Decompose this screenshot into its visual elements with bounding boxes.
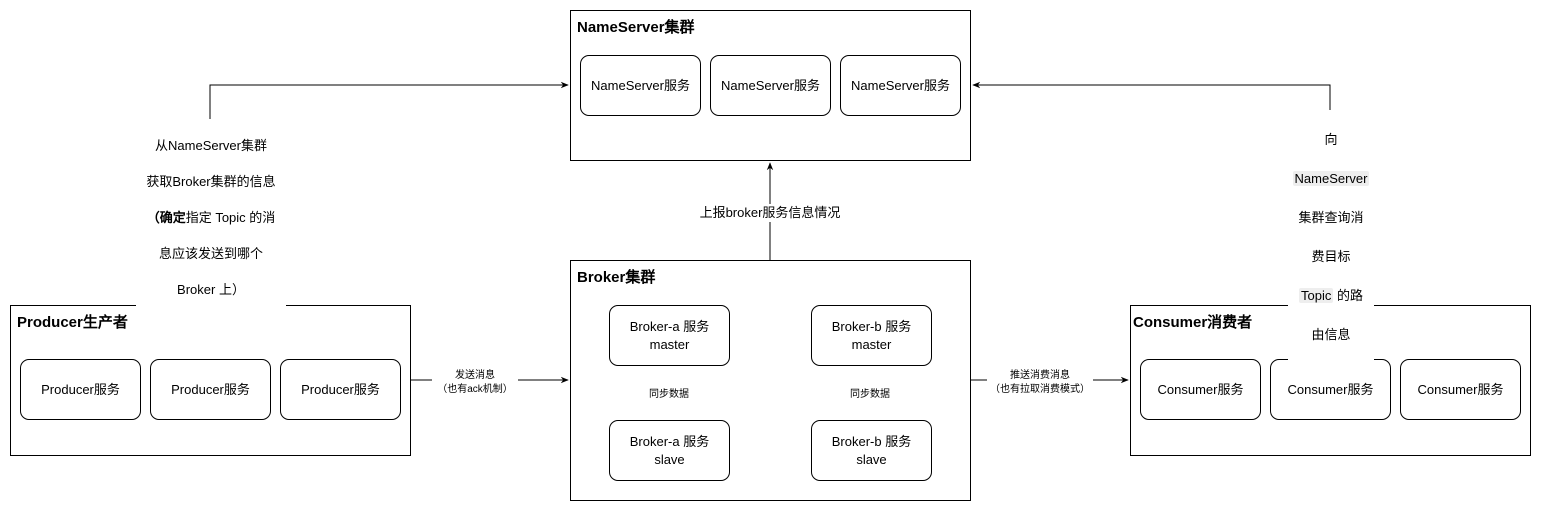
producer-service: Producer服务 <box>150 359 271 420</box>
edge-label-line: 费目标 <box>1311 248 1351 264</box>
edge-label-line: Broker 上） <box>177 282 245 297</box>
broker-b-slave: Broker-b 服务 slave <box>811 420 932 481</box>
edge-label-line: 由信息 <box>1311 326 1351 342</box>
edge-label-producer-to-nameserver: 从NameServer集群 获取Broker集群的信息 （确定指定 Topic … <box>136 119 286 317</box>
producer-service: Producer服务 <box>20 359 141 420</box>
consumer-service: Consumer服务 <box>1140 359 1261 420</box>
nameserver-service: NameServer服务 <box>580 55 701 116</box>
edge-label-line: 集群查询消 <box>1298 209 1364 225</box>
broker-a-slave: Broker-a 服务 slave <box>609 420 730 481</box>
broker-cluster-title: Broker集群 <box>577 269 656 286</box>
edge-label-line: 获取Broker集群的信息 <box>146 174 276 189</box>
sync-label-broker-a: 同步数据 <box>646 388 692 402</box>
edge-label-broker-to-consumer: 推送消费消息 （也有拉取消费模式） <box>987 369 1093 397</box>
edge-label-highlight: Topic <box>1299 287 1334 303</box>
edge-label-producer-to-broker: 发送消息 （也有ack机制） <box>432 369 518 397</box>
edge-label-consumer-to-nameserver: 向 NameServer 集群查询消 费目标 Topic 的路 由信息 <box>1288 110 1374 364</box>
nameserver-service: NameServer服务 <box>710 55 831 116</box>
consumer-service: Consumer服务 <box>1400 359 1521 420</box>
edge-label-line: 向 <box>1324 131 1338 147</box>
producer-cluster-title: Producer生产者 <box>17 314 128 331</box>
consumer-cluster-title: Consumer消费者 <box>1133 314 1253 331</box>
sync-label-broker-b: 同步数据 <box>847 388 893 402</box>
consumer-service: Consumer服务 <box>1270 359 1391 420</box>
edge-label-line: NameServer <box>1288 169 1374 189</box>
edge-label-broker-to-nameserver: 上报broker服务信息情况 <box>690 204 850 222</box>
edge-label-bold: （确定 <box>146 210 186 225</box>
nameserver-cluster-title: NameServer集群 <box>577 19 695 36</box>
broker-a-master: Broker-a 服务 master <box>609 305 730 366</box>
edge-label-text: 的路 <box>1333 287 1363 303</box>
producer-service: Producer服务 <box>280 359 401 420</box>
edge-label-highlight: NameServer <box>1292 170 1370 186</box>
nameserver-service: NameServer服务 <box>840 55 961 116</box>
edge-label-line: （确定指定 Topic 的消 <box>136 209 286 227</box>
broker-b-master: Broker-b 服务 master <box>811 305 932 366</box>
edge-consumer-to-nameserver <box>972 81 1331 305</box>
edge-label-line: 息应该发送到哪个 <box>158 246 263 261</box>
edge-label-line: Topic 的路 <box>1288 286 1374 306</box>
edge-label-text: 指定 Topic 的消 <box>185 210 276 225</box>
edge-label-line: 从NameServer集群 <box>155 138 267 153</box>
